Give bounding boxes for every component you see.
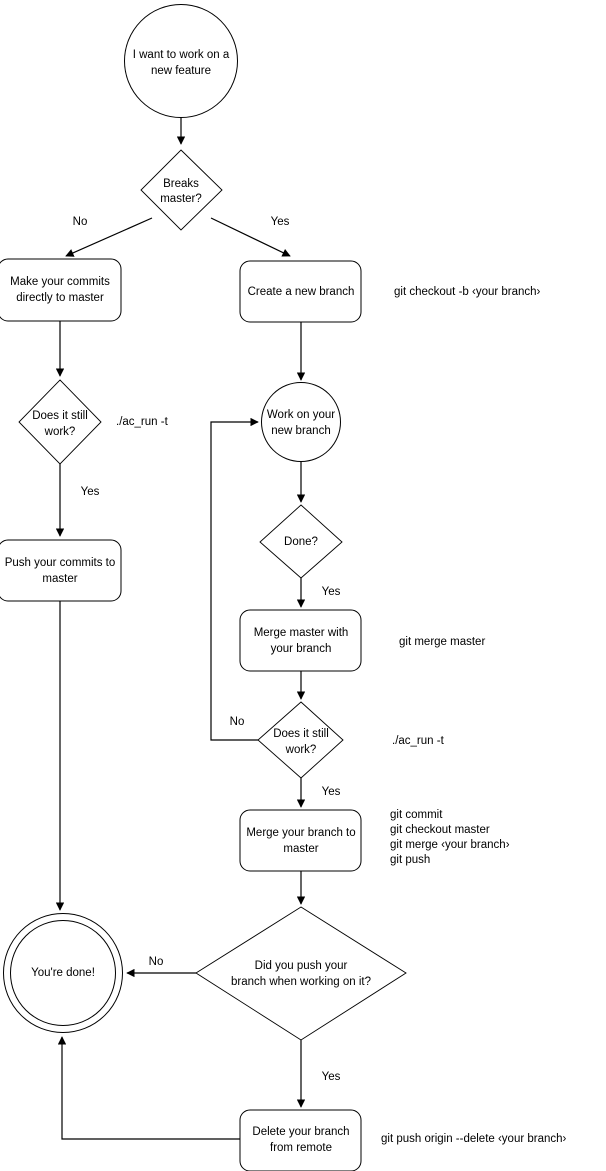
- done-label: Done?: [284, 536, 318, 548]
- command-merge-to-master-line4: git push: [390, 854, 430, 866]
- node-breaks-master[interactable]: Breaks master?: [140, 149, 223, 231]
- command-delete-remote: git push origin --delete ‹your branch›: [381, 1133, 567, 1145]
- edge-labels-layer: No Yes Yes Yes No Yes No Yes: [73, 216, 341, 1083]
- edges-layer: [55, 118, 306, 1140]
- merge-master-label-line2: your branch: [271, 643, 332, 655]
- node-delete-branch[interactable]: Delete your branch from remote: [239, 1109, 362, 1171]
- node-did-you-push[interactable]: Did you push your branch when working on…: [195, 906, 407, 1041]
- command-ac-run-mid: ./ac_run -t: [392, 735, 445, 747]
- node-left-still-work[interactable]: Does it still work?: [18, 379, 102, 465]
- edge-breaks-yes-to-create-branch: [210, 217, 291, 257]
- command-merge-to-master-line2: git checkout master: [390, 824, 490, 836]
- edge-label-breaks-yes: Yes: [271, 216, 290, 228]
- node-create-branch[interactable]: Create a new branch: [239, 260, 362, 323]
- node-merge-branch[interactable]: Merge your branch to master: [239, 809, 362, 872]
- merge-branch-rect-shape: [239, 809, 362, 872]
- end-label: You're done!: [31, 967, 95, 979]
- start-label-line1: I want to work on a: [133, 49, 230, 61]
- delete-branch-rect-shape: [239, 1109, 362, 1171]
- left-still-work-diamond-shape: [18, 379, 102, 465]
- start-label-line2: new feature: [151, 65, 211, 77]
- make-commits-label-line2: directly to master: [16, 292, 104, 304]
- merge-branch-label-line2: master: [283, 843, 318, 855]
- edge-mid-still-work-no-loopback: [210, 417, 259, 741]
- edge-label-left-work-yes: Yes: [81, 486, 100, 498]
- node-done[interactable]: Done?: [259, 504, 343, 579]
- merge-branch-label-line1: Merge your branch to: [246, 827, 355, 839]
- start-circle-shape: [124, 4, 238, 118]
- push-commits-rect-shape: [0, 539, 122, 602]
- did-you-push-label-line1: Did you push your: [255, 960, 348, 972]
- edge-label-mid-work-yes: Yes: [322, 786, 341, 798]
- make-commits-rect-shape: [0, 258, 122, 322]
- did-you-push-diamond-shape: [195, 906, 407, 1041]
- mid-still-work-label-line1: Does it still: [273, 728, 329, 740]
- command-annotations-layer: git checkout -b ‹your branch› ./ac_run -…: [116, 286, 567, 1145]
- done-diamond-shape: [259, 504, 343, 579]
- node-end[interactable]: You're done!: [3, 913, 123, 1033]
- command-merge-to-master-line1: git commit: [390, 809, 443, 821]
- end-inner-circle-shape: [10, 920, 116, 1026]
- did-you-push-label-line2: branch when working on it?: [231, 976, 371, 988]
- edge-breaks-no-to-make-commits: [65, 217, 153, 257]
- mid-still-work-diamond-shape: [257, 701, 344, 779]
- node-make-commits[interactable]: Make your commits directly to master: [0, 258, 122, 322]
- edge-label-push-yes: Yes: [322, 1071, 341, 1083]
- left-still-work-label-line2: work?: [44, 426, 76, 438]
- edge-label-mid-work-no: No: [230, 716, 245, 728]
- delete-branch-label-line1: Delete your branch: [252, 1126, 349, 1138]
- delete-branch-label-line2: from remote: [270, 1142, 332, 1154]
- command-merge-master: git merge master: [399, 636, 485, 648]
- edge-label-push-no: No: [149, 956, 164, 968]
- command-merge-to-master-line3: git merge ‹your branch›: [390, 839, 510, 851]
- node-work-on-branch[interactable]: Work on your new branch: [261, 382, 341, 462]
- breaks-master-label-line1: Breaks: [163, 178, 199, 190]
- edge-label-breaks-no: No: [73, 216, 88, 228]
- make-commits-label-line1: Make your commits: [10, 276, 110, 288]
- edge-label-done-yes: Yes: [322, 586, 341, 598]
- command-checkout-b: git checkout -b ‹your branch›: [394, 286, 541, 298]
- left-still-work-label-line1: Does it still: [32, 410, 88, 422]
- merge-master-label-line1: Merge master with: [254, 627, 349, 639]
- push-commits-label-line1: Push your commits to: [5, 557, 116, 569]
- node-start[interactable]: I want to work on a new feature: [124, 4, 238, 118]
- push-commits-label-line2: master: [42, 573, 77, 585]
- work-on-branch-circle-shape: [261, 382, 341, 462]
- create-branch-rect-shape: [239, 260, 362, 323]
- mid-still-work-label-line2: work?: [285, 744, 317, 756]
- work-on-branch-label-line2: new branch: [271, 425, 330, 437]
- merge-master-rect-shape: [239, 609, 362, 672]
- node-merge-master[interactable]: Merge master with your branch: [239, 609, 362, 672]
- breaks-master-label-line2: master?: [160, 193, 202, 205]
- breaks-master-diamond-shape: [140, 149, 223, 231]
- command-ac-run-left: ./ac_run -t: [116, 416, 169, 428]
- work-on-branch-label-line1: Work on your: [267, 409, 335, 421]
- node-mid-still-work[interactable]: Does it still work?: [257, 701, 344, 779]
- create-branch-label: Create a new branch: [248, 286, 355, 298]
- edge-delete-branch-to-end: [57, 1036, 240, 1140]
- node-push-commits[interactable]: Push your commits to master: [0, 539, 122, 602]
